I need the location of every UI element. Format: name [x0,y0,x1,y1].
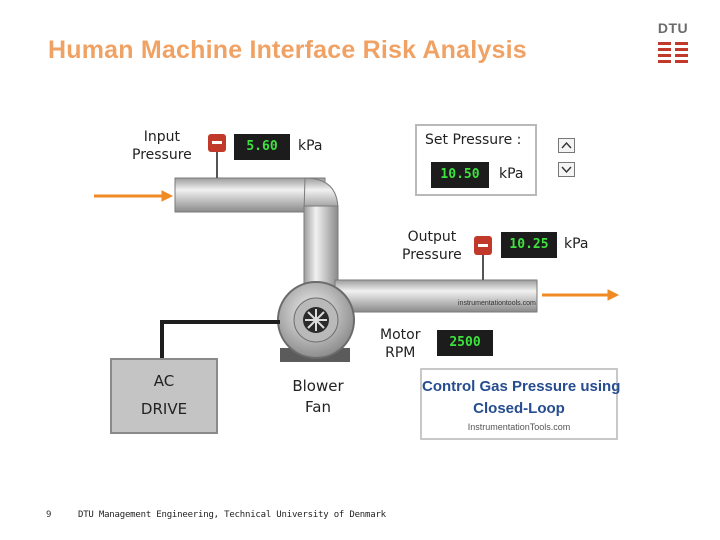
outlet-pipe [334,279,538,313]
blower-fan-label: Blower Fan [288,376,348,418]
decrease-setpoint-button[interactable] [558,162,575,177]
caption-source: InstrumentationTools.com [467,422,571,432]
caption-badge: Control Gas Pressure using Closed-Loop I… [420,368,621,440]
ac-drive-label-line2: DRIVE [140,400,188,418]
fan-icon [305,309,327,331]
footer-text: DTU Management Engineering, Technical Un… [78,510,386,520]
output-pressure-label-line1: Output [407,229,457,245]
blower-fan-label-line1: Blower [292,377,344,395]
output-pressure-transmitter [474,236,492,280]
input-pressure-label: Input Pressure [132,128,192,164]
caption-line1: Control Gas Pressure using [422,378,621,395]
inlet-pipe [174,177,326,213]
output-pressure-label-line2: Pressure [402,247,462,263]
motor-rpm-label-line2: RPM [385,345,416,361]
motor-rpm-display: 2500 [437,330,493,356]
output-pressure-display: 10.25 [501,232,557,258]
slide-title: Human Machine Interface Risk Analysis [48,36,527,64]
inlet-flow-arrow [94,190,174,202]
process-diagram [94,134,620,362]
pipe-watermark: instrumentationtools.com [458,300,536,307]
caption-line2: Closed-Loop [473,400,565,417]
set-pressure-input[interactable]: 10.50 [431,162,489,188]
dtu-logo: DTU [656,20,690,66]
output-pressure-unit: kPa [564,236,589,252]
input-pressure-transmitter [208,134,226,178]
ac-drive-box: AC DRIVE [110,358,218,434]
chevron-down-icon [561,166,572,174]
input-pressure-label-line1: Input [143,129,181,145]
drive-cable [160,320,280,358]
input-pressure-display: 5.60 [234,134,290,160]
chevron-up-icon [561,141,572,149]
increase-setpoint-button[interactable] [558,138,575,153]
dtu-logo-text: DTU [657,20,689,36]
input-pressure-label-line2: Pressure [132,147,192,163]
motor-rpm-label-line1: Motor [380,327,421,343]
motor-rpm-label: Motor RPM [380,326,420,362]
set-pressure-panel: Set Pressure : 10.50 kPa [415,124,537,196]
ac-drive-label-line1: AC [153,372,175,390]
input-pressure-unit: kPa [298,138,323,154]
outlet-flow-arrow [542,289,620,301]
hmi-panel: Input Pressure 5.60 kPa Set Pressure : 1… [80,110,640,450]
set-pressure-label: Set Pressure : [425,132,522,148]
output-pressure-label: Output Pressure [402,228,462,264]
blower-fan-label-line2: Fan [305,398,331,416]
set-pressure-unit: kPa [499,166,524,182]
page-number: 9 [46,510,52,520]
dtu-logo-mark [658,40,688,64]
